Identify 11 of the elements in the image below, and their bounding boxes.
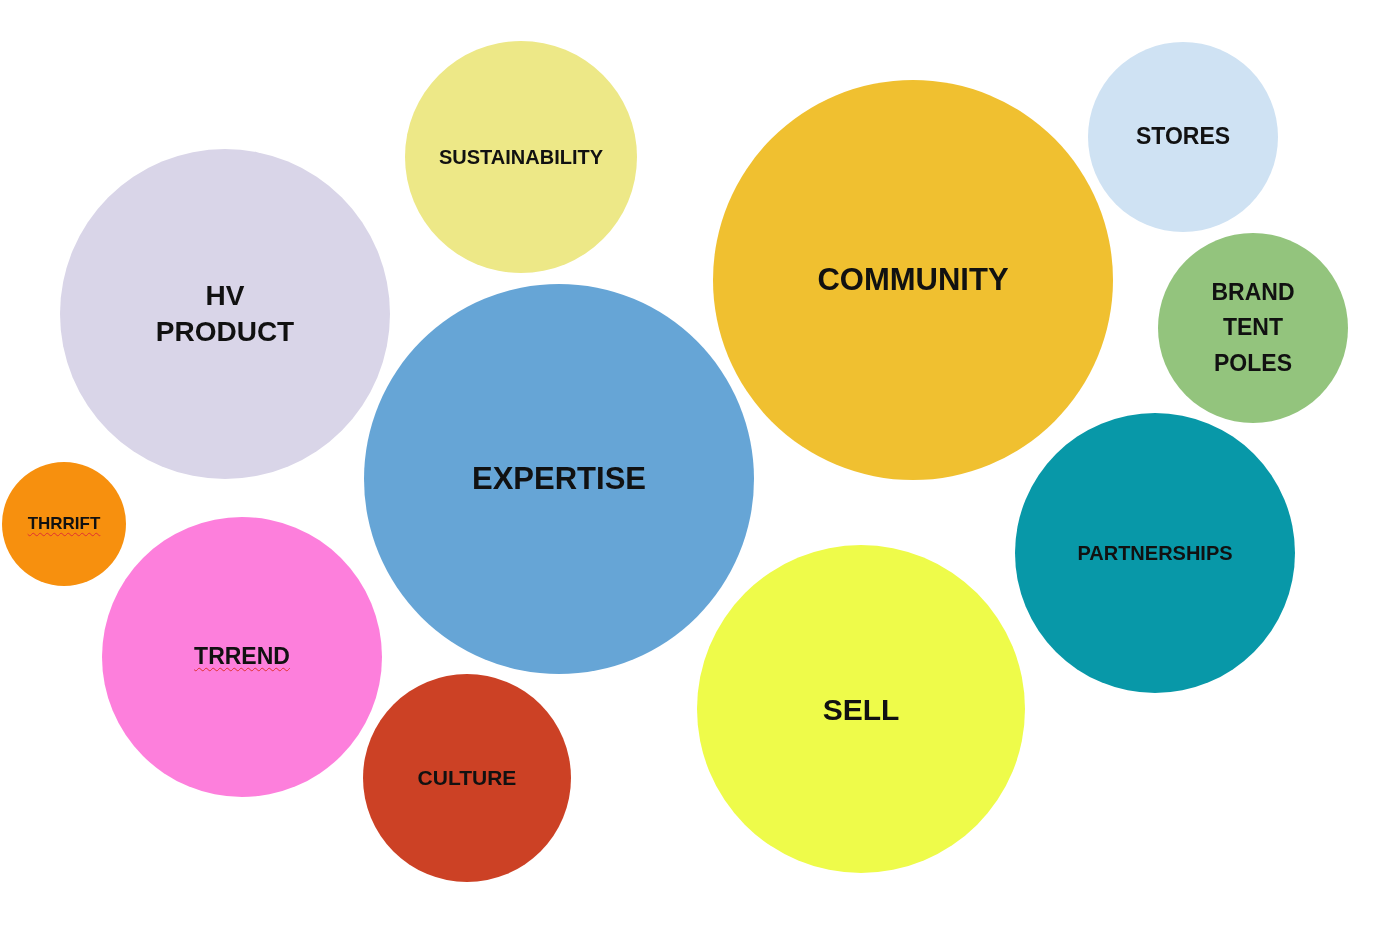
topic-label: PARTNERSHIPS (1077, 541, 1233, 566)
topic-label: COMMUNITY (817, 260, 1009, 299)
topic-label: TRREND (194, 642, 290, 672)
topic-label: HV PRODUCT (154, 278, 296, 349)
topic-label: THRRIFT (27, 512, 101, 535)
topic-label: BRAND TENT POLES (1210, 277, 1296, 378)
topic-label: EXPERTISE (472, 459, 646, 498)
topic-label: STORES (1135, 122, 1231, 152)
topic-label: CULTURE (417, 765, 517, 792)
topic-label: SUSTAINABILITY (438, 145, 604, 170)
topic-label: SELL (822, 691, 900, 728)
